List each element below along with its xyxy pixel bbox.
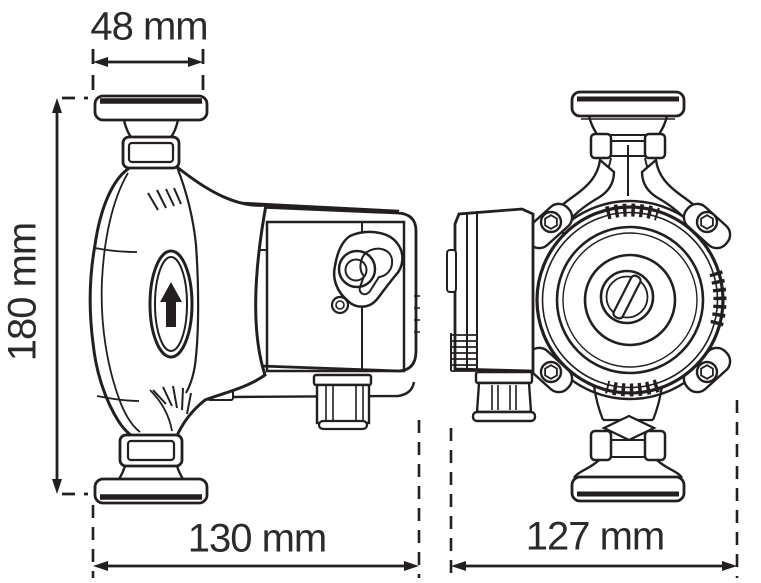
- terminal-box: [446, 207, 537, 423]
- motor-face: [535, 203, 727, 397]
- bolt-icon: [695, 210, 719, 234]
- bottom-pipe-port: [93, 433, 209, 505]
- front-top-port: [570, 90, 686, 196]
- dimension-front-width: 127 mm: [449, 400, 739, 578]
- front-cable-gland: [471, 370, 537, 423]
- housing-screw-icon: [330, 295, 350, 315]
- dimension-top-width: 48 mm: [90, 5, 209, 95]
- pump-volute: [88, 165, 268, 443]
- top-union-nut: [121, 135, 181, 170]
- flow-direction-arrow-icon: [160, 282, 182, 327]
- front-bottom-port: [570, 414, 686, 503]
- dimension-label-side-width: 130 mm: [188, 517, 327, 561]
- dimension-label-front-width: 127 mm: [526, 515, 665, 559]
- bolt-icon: [695, 360, 719, 384]
- speed-selector-knob: [332, 230, 404, 308]
- dimension-height: 180 mm: [1, 96, 88, 496]
- front-view-drawing: [446, 90, 732, 503]
- vent-screw-icon: [599, 269, 655, 325]
- top-pipe-port: [93, 94, 209, 170]
- dimension-side-width: 130 mm: [91, 420, 421, 578]
- bolt-icon: [539, 360, 563, 384]
- bolt-icon: [539, 210, 563, 234]
- cooling-fins: [451, 334, 476, 372]
- dimension-label-top-width: 48 mm: [90, 5, 207, 49]
- dimension-label-height: 180 mm: [1, 223, 45, 362]
- side-view-drawing: [88, 94, 420, 505]
- bottom-union-nut: [118, 433, 184, 468]
- cable-gland: [312, 373, 373, 431]
